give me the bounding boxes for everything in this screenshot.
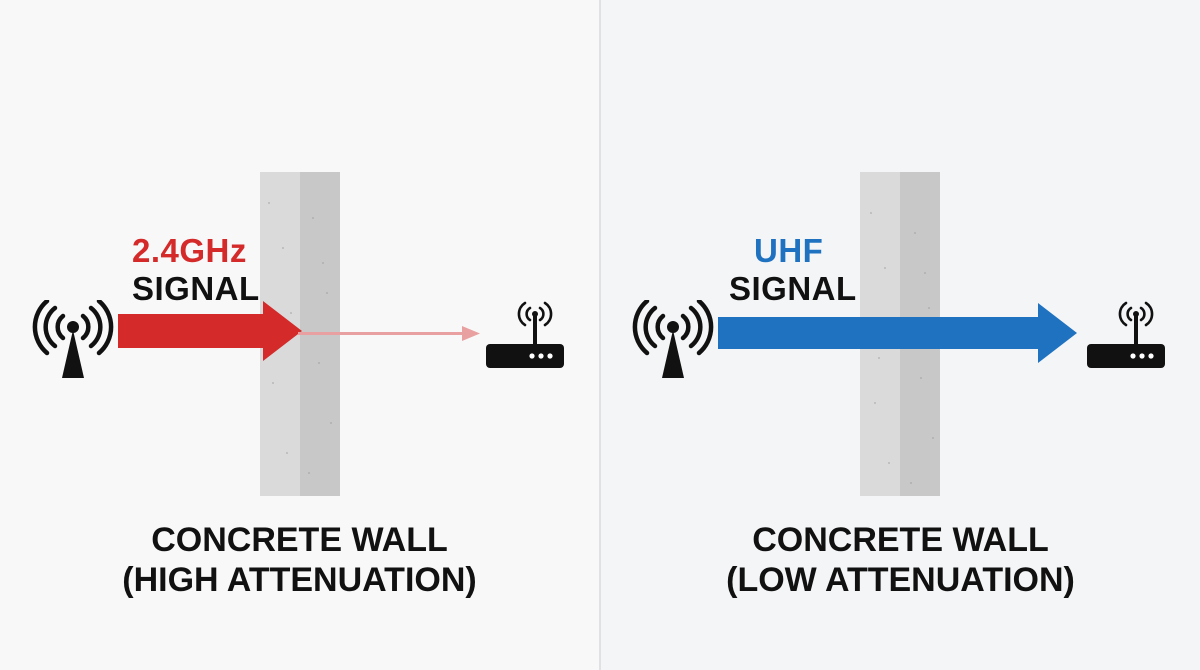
caption-line2: (HIGH ATTENUATION) (122, 561, 477, 599)
strong-signal-arrow (718, 303, 1077, 363)
caption: CONCRETE WALL (LOW ATTENUATION) (601, 520, 1200, 600)
caption-line2: (LOW ATTENUATION) (726, 561, 1075, 599)
signal-label: SIGNAL (729, 270, 857, 307)
left-panel: 2.4GHz SIGNAL CONCRETE WALL (HIGH ATTENU… (0, 0, 599, 670)
radio-tower-icon (32, 300, 114, 378)
router-icon (1087, 301, 1165, 368)
caption-line1: CONCRETE WALL (151, 521, 448, 559)
radio-tower-icon (632, 300, 714, 378)
router-icon (486, 301, 564, 368)
frequency-label: 2.4GHz (132, 232, 247, 269)
panel-divider (599, 0, 601, 670)
weak-signal-arrow (298, 326, 480, 341)
strong-signal-arrow (118, 301, 302, 361)
caption: CONCRETE WALL (HIGH ATTENUATION) (0, 520, 599, 600)
signal-label: SIGNAL (132, 270, 260, 307)
right-panel: UHF SIGNAL CONCRETE WALL (LOW ATTENUATIO… (601, 0, 1200, 670)
frequency-label: UHF (754, 232, 824, 269)
caption-line1: CONCRETE WALL (752, 521, 1049, 559)
